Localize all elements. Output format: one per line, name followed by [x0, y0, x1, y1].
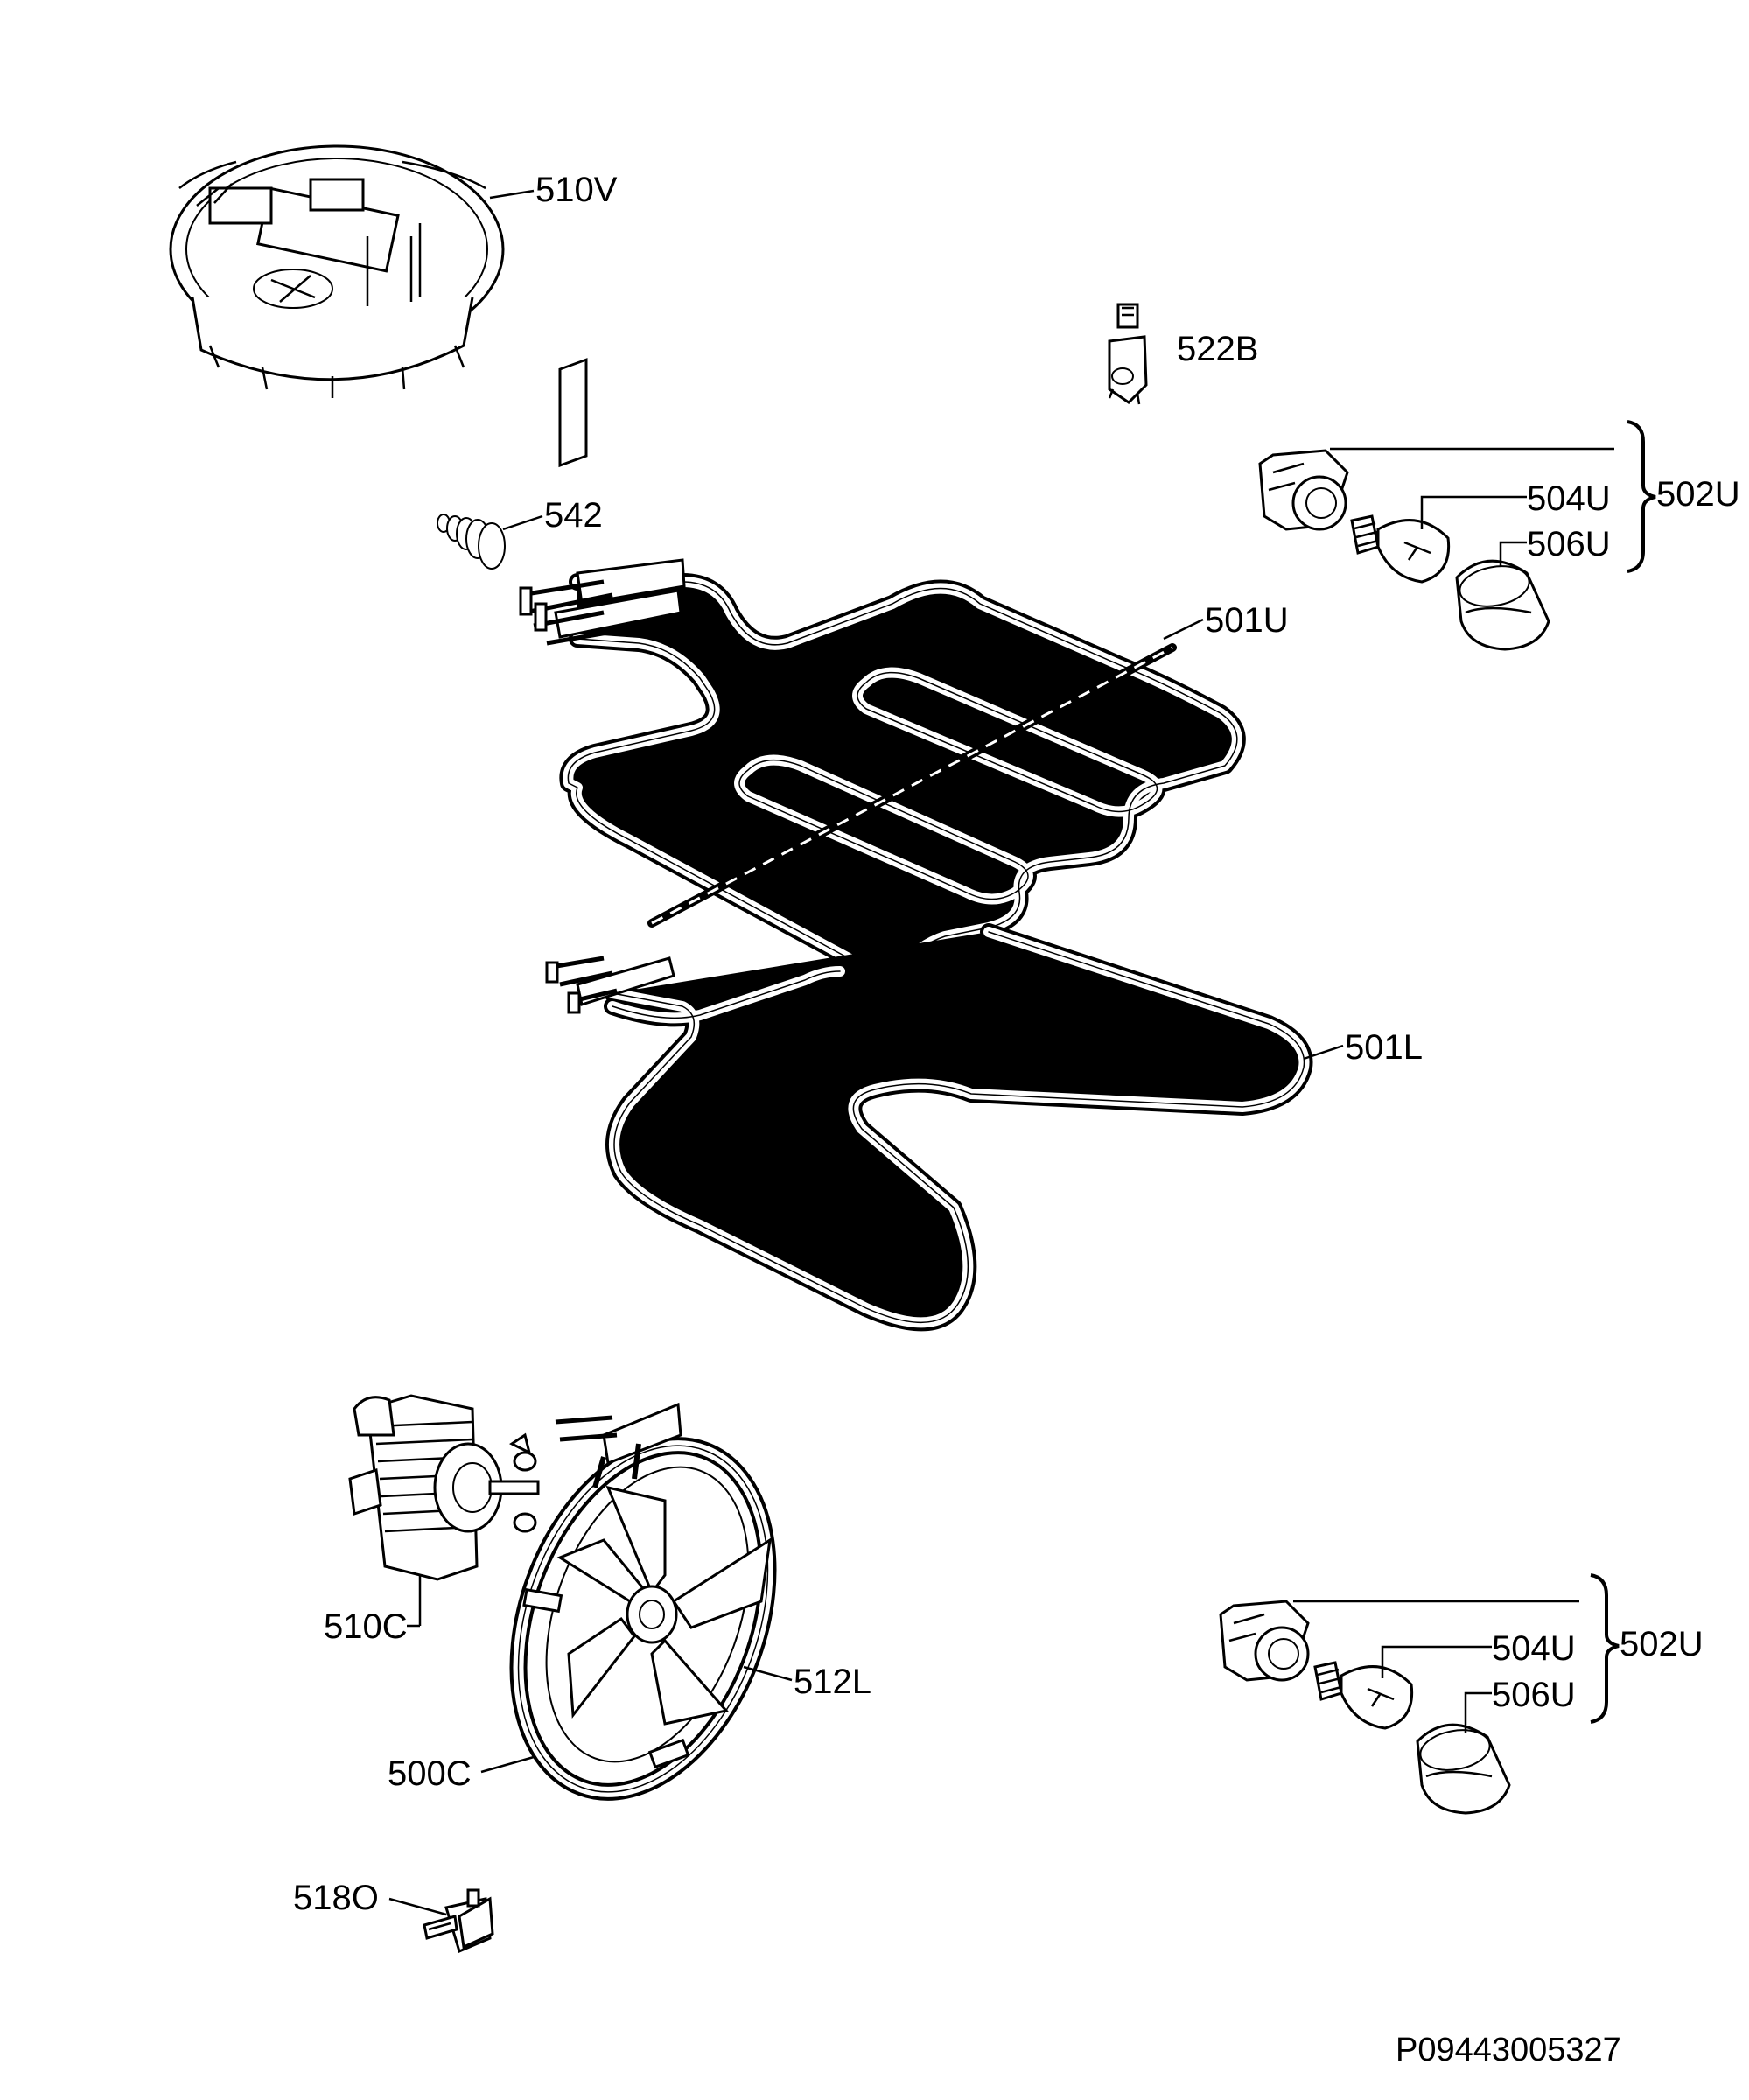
- leader-line-504u-bottom: [1381, 1645, 1492, 1678]
- part-label-506u-top: 506U: [1527, 525, 1611, 564]
- bracket-502u-bottom: [1590, 1573, 1620, 1724]
- part-label-510c: 510C: [324, 1607, 408, 1646]
- part-510c-fan-motor: [348, 1394, 540, 1581]
- part-518o-terminal: [423, 1888, 494, 1954]
- part-label-506u-bottom: 506U: [1492, 1676, 1576, 1714]
- part-504u-bulb-top: [1350, 514, 1451, 584]
- leader-line-510v: [489, 189, 535, 200]
- part-label-504u-top: 504U: [1527, 480, 1611, 518]
- part-label-501l: 501L: [1345, 1028, 1423, 1067]
- part-502u-lamp-holder-bottom: [1219, 1600, 1310, 1682]
- leader-line-542: [502, 514, 543, 531]
- part-506u-glass-cover-bottom: [1416, 1723, 1511, 1815]
- leader-line-504u-top: [1420, 495, 1527, 529]
- part-504u-bulb-bottom: [1313, 1661, 1414, 1730]
- leader-line-500c: [480, 1755, 535, 1774]
- part-label-510v: 510V: [535, 171, 618, 209]
- figure-code: P09443005327: [1396, 2032, 1621, 2068]
- part-542-spring: [437, 514, 506, 570]
- leader-line-501l: [1303, 1044, 1344, 1060]
- lamp-assembly-top: [1258, 449, 1550, 651]
- part-label-504u-bottom: 504U: [1492, 1629, 1576, 1668]
- bracket-502u-top: [1627, 420, 1656, 573]
- leader-line-506u-bottom: [1464, 1691, 1492, 1732]
- part-label-502u-top: 502U: [1656, 475, 1740, 514]
- part-label-542: 542: [544, 496, 603, 535]
- part-label-502u-bottom: 502U: [1620, 1625, 1704, 1663]
- part-500c-circular-element-and-512l-fan: [509, 1402, 777, 1801]
- leader-line-506u-top: [1499, 541, 1527, 567]
- part-502u-lamp-holder-top: [1258, 449, 1349, 531]
- part-label-522b: 522B: [1177, 330, 1258, 368]
- part-label-518o: 518O: [293, 1879, 379, 1917]
- part-label-512l: 512L: [794, 1662, 871, 1701]
- leader-line-518o: [388, 1897, 447, 1916]
- part-506u-glass-cover-top: [1455, 559, 1550, 651]
- part-501l-lower-heating-element: [545, 932, 1305, 1322]
- leader-line-501u: [1163, 618, 1204, 640]
- lamp-assembly-bottom: [1219, 1600, 1511, 1815]
- part-501u-upper-heating-element: [519, 358, 1237, 971]
- part-522b-sensor: [1108, 303, 1148, 405]
- part-510v-fan-cover: [169, 144, 505, 398]
- part-label-501u: 501U: [1205, 601, 1289, 640]
- part-label-500c: 500C: [388, 1754, 472, 1793]
- leader-line-512l: [743, 1665, 793, 1682]
